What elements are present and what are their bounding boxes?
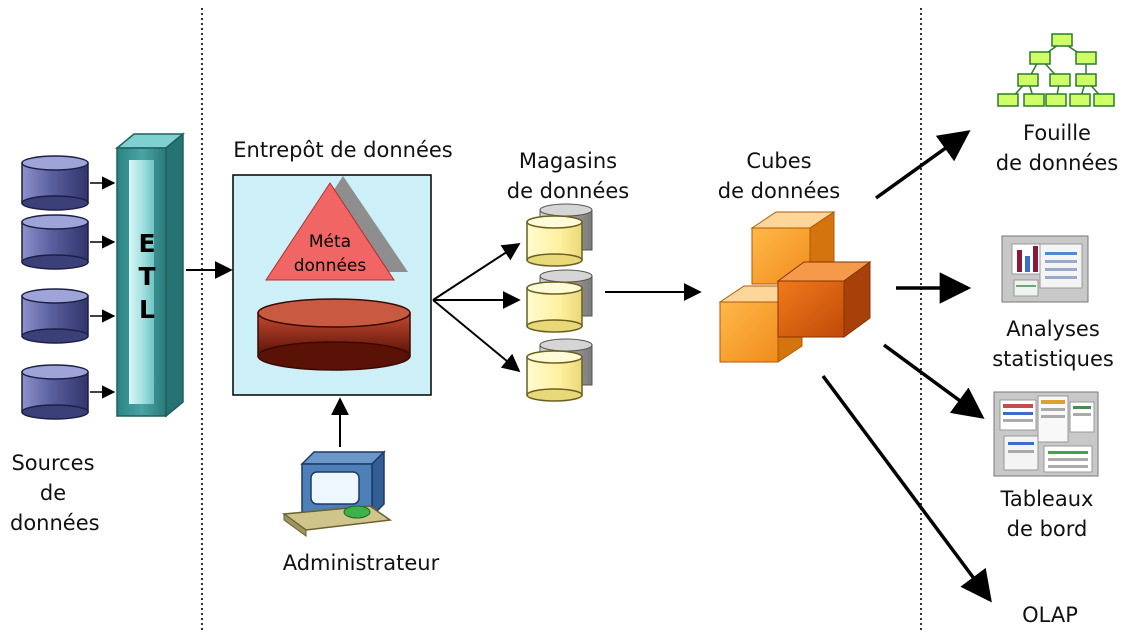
arrow-warehouse-mart-1 (432, 243, 521, 301)
data-mart-database-2 (526, 269, 593, 333)
etl-letter-e: E (138, 229, 155, 258)
arrow-cubes-dashboards (882, 343, 985, 419)
stats-label: Analyses statistiques (972, 314, 1134, 374)
source-database-2 (21, 214, 89, 270)
dashboards-label-line-2: de bord (1006, 517, 1088, 541)
data-mart-database-1 (526, 203, 593, 267)
cubes-label: Cubes de données (694, 146, 864, 206)
mining-label: Fouille de données (978, 118, 1136, 178)
sources-label-line-1: Sources (11, 451, 95, 475)
dashboards-label-line-1: Tableaux (1000, 487, 1094, 511)
arrow-cubes-mining (874, 130, 971, 200)
source-database-4 (21, 364, 89, 420)
stats-label-line-2: statistiques (992, 347, 1114, 371)
source-database-1 (21, 155, 89, 211)
marts-label-line-1: Magasins (518, 149, 618, 173)
dashboards-label: Tableaux de bord (982, 484, 1112, 544)
source-database-3 (21, 288, 89, 344)
arrow-warehouse-mart-3 (432, 299, 521, 373)
olap-label: OLAP (1022, 603, 1078, 627)
mining-label-line-1: Fouille (1023, 121, 1091, 145)
metadata-triangle (265, 176, 408, 281)
warehouse-database (257, 298, 411, 371)
dashboards-icon (993, 391, 1099, 477)
etl-column (114, 132, 186, 418)
sources-label-line-3: données (10, 511, 100, 535)
statistics-chart-icon (1001, 235, 1089, 303)
sources-label: Sources de données (10, 448, 100, 538)
warehouse-title: Entrepôt de données (233, 138, 453, 162)
administrator-computer-icon (281, 450, 393, 537)
etl-letter-t: T (138, 262, 155, 291)
cubes-label-line-1: Cubes (746, 149, 812, 173)
etl-letter-l: L (139, 295, 155, 324)
metadata-label-line-2: données (294, 256, 367, 276)
arrow-cubes-olap (821, 374, 992, 603)
administrator-label: Administrateur (282, 551, 440, 575)
data-mart-database-3 (526, 338, 593, 402)
data-cubes-icon (718, 211, 872, 363)
mining-label-line-2: de données (995, 151, 1119, 175)
metadata-label-line-1: Méta (309, 232, 351, 252)
cubes-label-line-2: de données (717, 179, 841, 203)
data-mining-tree-icon (997, 33, 1115, 107)
marts-label-line-2: de données (506, 179, 630, 203)
sources-label-line-2: de (39, 481, 67, 505)
marts-label: Magasins de données (484, 146, 652, 206)
stats-label-line-1: Analyses (1006, 317, 1100, 341)
